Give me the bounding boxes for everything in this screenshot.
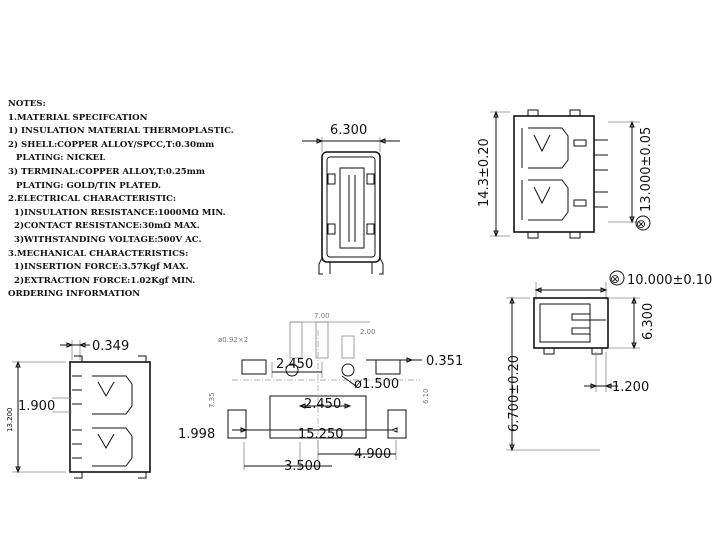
note-line: 3) TERMINAL:COPPER ALLOY,T:0.25mm bbox=[8, 166, 205, 177]
fp-small-v: 6.10 bbox=[422, 388, 430, 404]
dim-fp-center: 4.900 bbox=[354, 447, 391, 462]
dim-top-depth: 6.300 bbox=[641, 303, 656, 340]
dim-side-pitch: 13.000±0.05 bbox=[639, 127, 654, 212]
note-line: 2) SHELL:COPPER ALLOY/SPCC,T:0.30mm bbox=[8, 139, 215, 150]
dim-front-width: 6.300 bbox=[330, 123, 367, 138]
pcb-footprint: ø0.92×2 7.00 2.00 7.35 6.10 2.450 0.351 … bbox=[178, 312, 463, 474]
dim-bottom-pitch: 1.900 bbox=[18, 399, 55, 414]
datum-symbol-1: ⊗ bbox=[636, 217, 646, 231]
top-view: ⊗ 10.000±0.10 6.300 6.700±0.20 1.200 bbox=[506, 270, 712, 452]
note-line: 2)CONTACT RESISTANCE:30mΩ MAX. bbox=[14, 221, 200, 232]
note-line: 1)INSULATION RESISTANCE:1000MΩ MIN. bbox=[14, 207, 226, 218]
fp-hole-note: ø0.92×2 bbox=[218, 336, 248, 344]
notes-lines: 1.MATERIAL SPECIFCATION 1) INSULATION MAT… bbox=[8, 112, 253, 302]
note-line: 3.MECHANICAL CHARACTERISTICS: bbox=[8, 248, 189, 259]
dim-top-height: 6.700±0.20 bbox=[507, 355, 522, 432]
dim-bottom-gap: 0.349 bbox=[92, 339, 129, 354]
dim-fp-pad-right: 0.351 bbox=[426, 354, 463, 369]
note-line: ORDERING INFORMATION bbox=[8, 289, 141, 300]
dim-bottom-height: 13.200 bbox=[6, 408, 14, 433]
dim-fp-pad-top: 2.450 bbox=[276, 357, 313, 372]
note-line: PLATING: NICKEL bbox=[16, 153, 106, 164]
notes-block: NOTES: 1.MATERIAL SPECIFCATION 1) INSULAT… bbox=[8, 98, 253, 302]
note-line: 1)INSERTION FORCE:3.57Kgf MAX. bbox=[14, 262, 189, 273]
note-line: 1.MATERIAL SPECIFCATION bbox=[8, 112, 148, 123]
note-line: 2.ELECTRICAL CHARACTERISTIC: bbox=[8, 194, 177, 205]
bottom-view: 0.349 13.200 1.900 bbox=[6, 339, 151, 479]
front-view: 6.300 bbox=[302, 123, 400, 275]
dim-fp-pitch: 2.450 bbox=[304, 397, 341, 412]
fp-small-h: 7.35 bbox=[208, 392, 216, 408]
fp-small-w: 7.00 bbox=[314, 312, 330, 320]
side-view: 14.3±0.20 ⊗ 13.000±0.05 bbox=[477, 109, 654, 239]
datum-symbol-2: ⊗ bbox=[610, 272, 620, 286]
dim-top-pin: 1.200 bbox=[612, 380, 649, 395]
note-line: 1) INSULATION MATERIAL THERMOPLASTIC. bbox=[8, 126, 234, 137]
notes-header: NOTES: bbox=[8, 99, 46, 109]
note-line: 2)EXTRACTION FORCE:1.02Kgf MIN. bbox=[14, 275, 196, 286]
note-line: PLATING: GOLD/TIN PLATED. bbox=[16, 180, 161, 191]
dim-side-height: 14.3±0.20 bbox=[477, 138, 492, 207]
note-line: 3)WITHSTANDING VOLTAGE:500V AC. bbox=[14, 234, 202, 245]
dim-fp-offset: 3.500 bbox=[284, 459, 321, 474]
dim-top-span: 10.000±0.10 bbox=[627, 273, 712, 288]
dim-fp-left: 1.998 bbox=[178, 427, 215, 442]
fp-small-r: 2.00 bbox=[360, 328, 376, 336]
dim-fp-hole: ø1.500 bbox=[354, 377, 399, 392]
dim-fp-total: 15.250 bbox=[298, 427, 344, 442]
